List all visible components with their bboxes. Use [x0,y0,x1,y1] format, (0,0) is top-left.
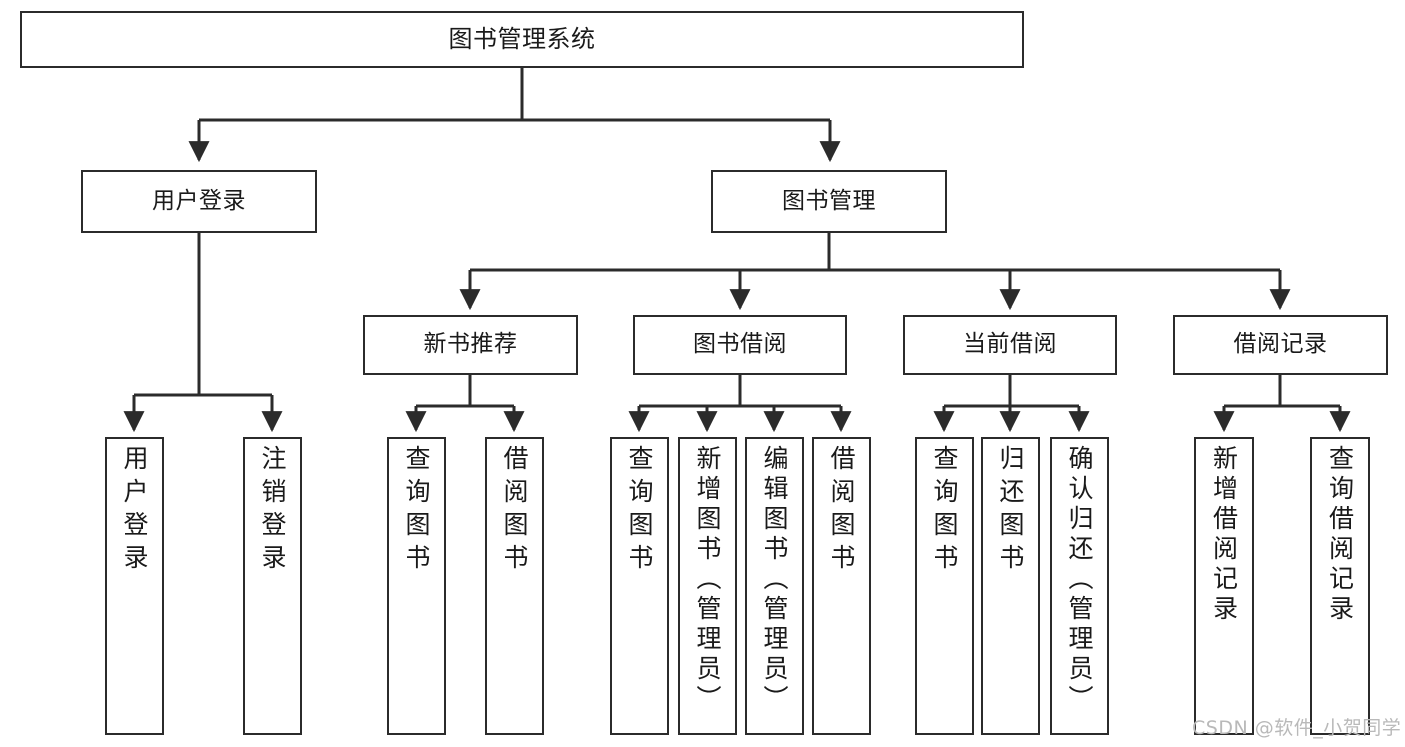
leaf-add-book-admin[interactable]: 新增图书（管理员） [678,437,737,735]
leaf-logout-login-label: 注销登录 [258,445,287,577]
node-book-borrow[interactable]: 图书借阅 [633,315,847,375]
leaf-add-borrow-record-label: 新增借阅记录 [1209,445,1239,625]
leaf-query-borrow-record-label: 查询借阅记录 [1325,445,1355,625]
leaf-user-login[interactable]: 用户登录 [105,437,164,735]
leaf-logout-login[interactable]: 注销登录 [243,437,302,735]
leaf-borrow-book-recommend-label: 借阅图书 [500,445,529,577]
leaf-query-book-recommend[interactable]: 查询图书 [387,437,446,735]
leaf-return-book-label: 归还图书 [996,445,1025,577]
leaf-query-book-borrow-label: 查询图书 [625,445,654,577]
watermark: CSDN @软件_小贺同学 [1192,717,1402,739]
node-current-borrow-label: 当前借阅 [963,331,1057,358]
leaf-borrow-book-label: 借阅图书 [827,445,856,577]
leaf-user-login-label: 用户登录 [120,445,149,577]
leaf-borrow-book-recommend[interactable]: 借阅图书 [485,437,544,735]
node-borrow-record[interactable]: 借阅记录 [1173,315,1388,375]
node-book-management-label: 图书管理 [782,187,876,214]
leaf-confirm-return-admin[interactable]: 确认归还（管理员） [1050,437,1109,735]
node-root[interactable]: 图书管理系统 [20,11,1024,68]
node-borrow-record-label: 借阅记录 [1233,331,1328,358]
leaf-query-book-borrow[interactable]: 查询图书 [610,437,669,735]
node-user-login[interactable]: 用户登录 [81,170,317,233]
leaf-query-borrow-record[interactable]: 查询借阅记录 [1310,437,1370,735]
leaf-query-book-recommend-label: 查询图书 [402,445,431,577]
leaf-add-borrow-record[interactable]: 新增借阅记录 [1194,437,1254,735]
leaf-add-book-admin-label: 新增图书（管理员） [693,445,722,715]
leaf-query-book-current[interactable]: 查询图书 [915,437,974,735]
leaf-return-book[interactable]: 归还图书 [981,437,1040,735]
leaf-edit-book-admin-label: 编辑图书（管理员） [760,445,789,715]
node-new-book-recommend[interactable]: 新书推荐 [363,315,578,375]
leaf-confirm-return-admin-label: 确认归还（管理员） [1065,445,1094,715]
leaf-query-book-current-label: 查询图书 [930,445,959,577]
node-user-login-label: 用户登录 [152,187,246,214]
leaf-edit-book-admin[interactable]: 编辑图书（管理员） [745,437,804,735]
node-book-management[interactable]: 图书管理 [711,170,947,233]
node-new-book-recommend-label: 新书推荐 [423,331,518,358]
node-root-label: 图书管理系统 [448,25,596,54]
node-book-borrow-label: 图书借阅 [693,331,787,358]
leaf-borrow-book[interactable]: 借阅图书 [812,437,871,735]
node-current-borrow[interactable]: 当前借阅 [903,315,1117,375]
